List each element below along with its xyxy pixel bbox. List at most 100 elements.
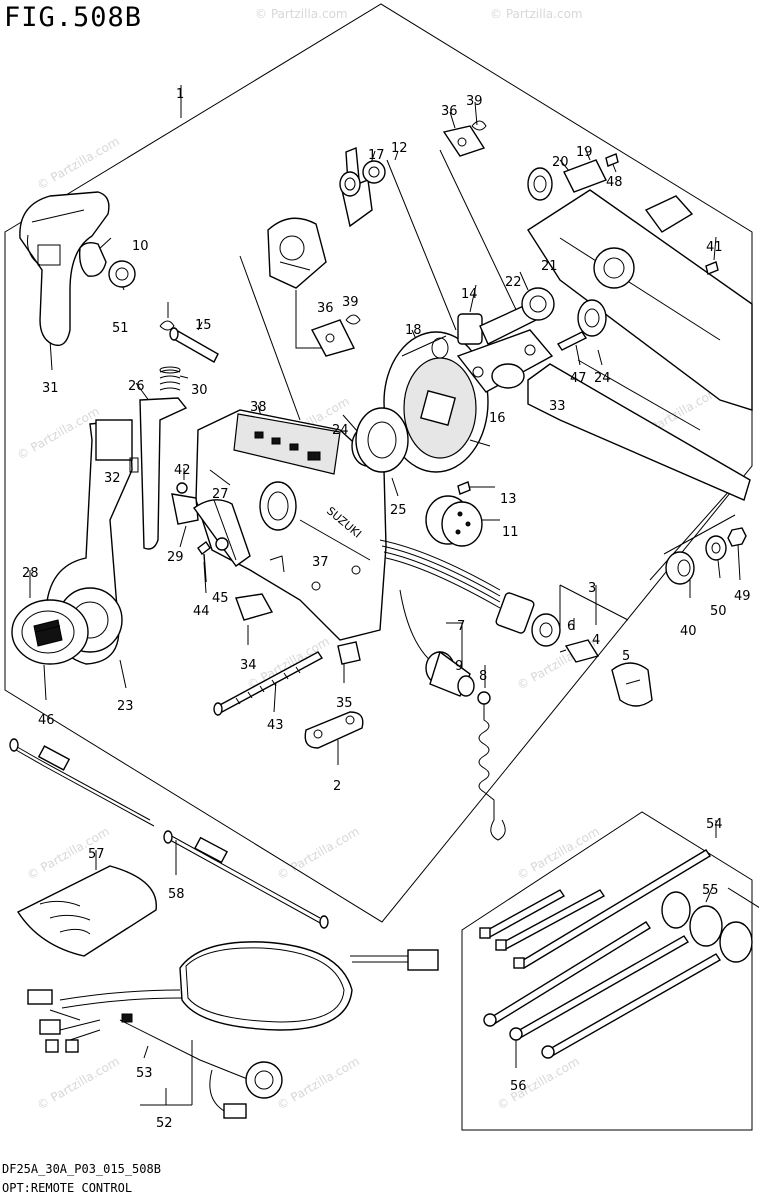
part-label-p51: 51	[112, 321, 129, 336]
part-label-p24a: 24	[332, 423, 349, 438]
sector-gear-27	[193, 499, 251, 567]
part-label-p24b: 24	[594, 371, 611, 386]
part-label-p48: 48	[606, 175, 623, 190]
part-label-p11: 11	[502, 525, 519, 540]
part-label-p54: 54	[706, 817, 723, 832]
gear-assembly-22	[521, 287, 555, 321]
part-label-p31: 31	[42, 381, 59, 396]
cable-ties-56	[479, 849, 721, 1059]
plate-2	[304, 711, 364, 749]
switch-harness	[379, 539, 561, 669]
part-label-p43: 43	[267, 718, 284, 733]
part-19	[563, 159, 607, 193]
part-label-p36b: 36	[317, 301, 334, 316]
cover-28	[11, 599, 89, 665]
part-label-p2: 2	[333, 779, 342, 794]
part-label-p34: 34	[240, 658, 257, 673]
washer-51	[108, 260, 136, 288]
part-label-p46: 46	[38, 713, 55, 728]
part-label-p6: 6	[567, 619, 576, 634]
handle-31	[19, 191, 110, 347]
part-label-p8: 8	[479, 669, 488, 684]
plate-29	[171, 493, 199, 525]
part-label-p3: 3	[588, 581, 597, 596]
assembly-outline-box	[4, 3, 753, 923]
gear-21	[593, 247, 635, 289]
watermark-text: © Partzilla.com	[255, 7, 348, 21]
bracket-36-mid	[310, 319, 356, 357]
part-label-p15: 15	[195, 318, 212, 333]
stop-switch-9	[425, 650, 475, 697]
part-label-p28: 28	[22, 566, 39, 581]
part-label-p22: 22	[505, 275, 522, 290]
part-label-p1: 1	[176, 87, 185, 102]
screw-13	[457, 481, 471, 495]
part-label-p58: 58	[168, 887, 185, 902]
clip-35	[337, 641, 361, 665]
part-label-p36a: 36	[441, 104, 458, 119]
part-label-p14: 14	[461, 287, 478, 302]
part-label-p23: 23	[117, 699, 134, 714]
part-label-p56: 56	[510, 1079, 527, 1094]
part-label-p44: 44	[193, 604, 210, 619]
lanyard-8	[477, 691, 506, 841]
wire-harness-52	[27, 941, 439, 1119]
clip-39-top	[471, 120, 487, 131]
pad	[644, 195, 694, 233]
ring-25	[355, 407, 409, 473]
part-label-p33: 33	[549, 399, 566, 414]
part-label-p16: 16	[489, 411, 506, 426]
part-label-p52: 52	[156, 1116, 173, 1131]
part-label-p50: 50	[710, 604, 727, 619]
cable-58	[163, 830, 329, 929]
watermark-text: © Partzilla.com	[495, 1054, 582, 1112]
part-label-p57: 57	[88, 847, 105, 862]
watermark-text: © Partzilla.com	[490, 7, 583, 21]
part-label-p21: 21	[541, 259, 558, 274]
part-label-p25: 25	[390, 503, 407, 518]
part-label-p32: 32	[104, 471, 121, 486]
part-label-p55: 55	[702, 883, 719, 898]
part-label-p35: 35	[336, 696, 353, 711]
cover-plate-33	[527, 189, 753, 501]
part-label-p27: 27	[212, 487, 229, 502]
part-label-p13: 13	[500, 492, 517, 507]
part-37	[269, 555, 285, 573]
part-label-p45: 45	[212, 591, 229, 606]
part-label-p12: 12	[391, 141, 408, 156]
watermark-text: © Partzilla.com	[35, 134, 122, 192]
part-label-p19: 19	[576, 145, 593, 160]
spring-30	[159, 366, 181, 391]
screw-32	[129, 457, 139, 473]
watermark-text: © Partzilla.com	[275, 1054, 362, 1112]
part-label-p17: 17	[368, 148, 385, 163]
bracket-36-top	[442, 125, 486, 157]
watermark-text: © Partzilla.com	[35, 1054, 122, 1112]
part-label-p53: 53	[136, 1066, 153, 1081]
clip-39-mid	[345, 314, 361, 325]
part-label-p39b: 39	[342, 295, 359, 310]
part-label-p5: 5	[622, 649, 631, 664]
part-label-p7: 7	[457, 619, 466, 634]
clip-39	[159, 320, 175, 331]
lever-26	[139, 397, 188, 550]
plate-16	[456, 329, 554, 393]
part-label-p26: 26	[128, 379, 145, 394]
bag-57	[16, 865, 157, 957]
cushion-40	[665, 551, 695, 585]
figure-code: DF25A_30A_P03_015_508B	[2, 1162, 161, 1176]
disc-18	[383, 331, 491, 473]
watermark-text: © Partzilla.com	[515, 824, 602, 882]
washer-12	[362, 160, 386, 184]
cam-assembly	[267, 217, 327, 289]
part-label-p10: 10	[132, 239, 149, 254]
screw-42	[176, 482, 188, 494]
cable-left	[9, 738, 155, 827]
part-label-p18: 18	[405, 323, 422, 338]
pin-15	[169, 327, 219, 363]
buzzer-11	[425, 495, 483, 547]
grip-10	[78, 241, 107, 277]
screw-47	[556, 331, 588, 351]
part-label-p4: 4	[592, 633, 601, 648]
